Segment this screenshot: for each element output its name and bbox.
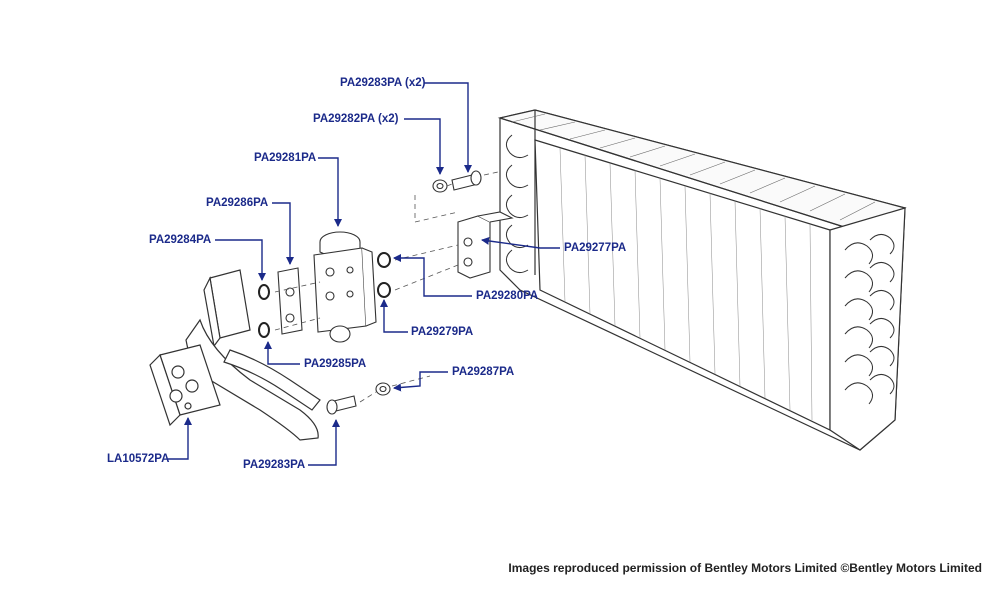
leader-pa29283pa	[308, 419, 340, 466]
callout-pa29279pa: PA29279PA	[411, 326, 474, 338]
expansion-valve	[313, 231, 377, 343]
evaporator-pipe-flange	[457, 211, 514, 279]
callout-leaders	[168, 82, 560, 466]
leader-pa29282pa-x2	[404, 118, 444, 175]
callout-pa29281pa: PA29281PA	[254, 152, 317, 164]
leader-pa29285pa	[264, 341, 300, 365]
callout-pa29284pa: PA29284PA	[149, 234, 212, 246]
callout-pa29286pa: PA29286PA	[206, 197, 269, 209]
bolt-top	[451, 170, 482, 191]
gasket-plate	[277, 267, 303, 335]
callout-pa29283pa-x2: PA29283PA (x2)	[340, 77, 426, 89]
callout-pa29283pa: PA29283PA	[243, 459, 306, 471]
leader-pa29279pa	[380, 299, 408, 333]
callout-la10572pa: LA10572PA	[107, 453, 170, 465]
leader-pa29286pa	[272, 202, 294, 265]
washer-bottom	[375, 382, 391, 396]
evaporator-core	[497, 109, 907, 451]
washer-top	[432, 179, 448, 193]
bolt-bottom	[326, 395, 357, 415]
callout-pa29287pa: PA29287PA	[452, 366, 515, 378]
leader-pa29287pa	[393, 371, 448, 392]
leader-la10572pa	[168, 417, 192, 460]
leader-pa29277pa	[481, 236, 560, 249]
leader-pa29281pa	[318, 157, 342, 227]
callout-pa29277pa: PA29277PA	[564, 242, 627, 254]
callout-pa29285pa: PA29285PA	[304, 358, 367, 370]
leader-pa29283pa-x2	[424, 82, 472, 173]
image-credit: Images reproduced permission of Bentley …	[508, 561, 982, 575]
leader-pa29284pa	[215, 239, 266, 281]
leader-pa29280pa	[393, 254, 472, 297]
callout-pa29280pa: PA29280PA	[476, 290, 539, 302]
pipe-assembly	[149, 269, 321, 441]
callout-pa29282pa-x2: PA29282PA (x2)	[313, 113, 399, 125]
o-rings-valve-side	[258, 252, 391, 338]
